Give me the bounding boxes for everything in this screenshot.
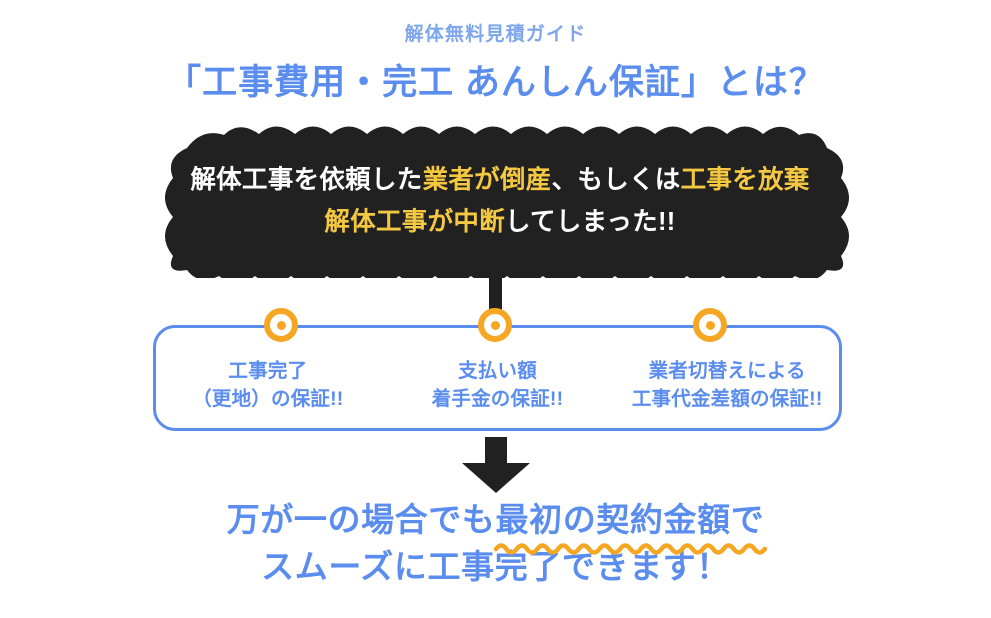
guarantees-list: 工事完了 （更地）の保証!! 支払い額 着手金の保証!! 業者切替えによる 工事…: [153, 325, 842, 431]
bubble-line-1: 解体工事を依頼した業者が倒産、もしくは工事を放棄: [190, 165, 809, 197]
bubble-l1-part3: 、もしくは: [551, 166, 681, 195]
wavy-underline-icon: [493, 543, 767, 555]
guarantee-2-line-2: 着手金の保証!!: [431, 388, 564, 410]
guarantee-1-line-1: 工事完了: [228, 359, 308, 382]
bubble-l1-part4: 工事を放棄: [680, 166, 810, 195]
header: 解体無料見積ガイド 「工事費用・完工 あんしん保証」とは？: [0, 24, 991, 105]
bubble-l1-part1: 解体工事を依頼した: [190, 166, 423, 195]
conclusion-line-1-underlined-wrap: 最初の契約金額で: [493, 497, 767, 555]
guarantee-item-1: 工事完了 （更地）の保証!!: [153, 343, 383, 414]
bullseye-icon: [478, 308, 512, 342]
page-title: 「工事費用・完工 あんしん保証」とは？: [166, 62, 825, 102]
conclusion-block: 万が一の場合でも最初の契約金額で スムーズに工事完了できます！: [0, 497, 991, 591]
guarantee-item-2: 支払い額 着手金の保証!!: [383, 343, 613, 414]
guarantee-1-line-2: （更地）の保証!!: [192, 388, 344, 410]
conclusion-line-1: 万が一の場合でも最初の契約金額で: [0, 497, 991, 555]
conclusion-line-2: スムーズに工事完了できます！: [261, 547, 730, 585]
bubble-text-block: 解体工事を依頼した業者が倒産、もしくは工事を放棄 解体工事が中断してしまった!!: [147, 126, 853, 278]
problem-bubble: 解体工事を依頼した業者が倒産、もしくは工事を放棄 解体工事が中断してしまった!!: [147, 126, 853, 278]
conclusion-line-1-plain: 万が一の場合でも: [226, 501, 496, 538]
guarantee-item-3: 業者切替えによる 工事代金差額の保証!!: [612, 343, 842, 414]
bullseye-icon: [693, 308, 727, 342]
bubble-l2-part2: してしまった!!: [505, 208, 676, 236]
bubble-line-2: 解体工事が中断してしまった!!: [324, 207, 675, 239]
guarantee-3-line-2: 工事代金差額の保証!!: [631, 388, 823, 410]
eyebrow-text: 解体無料見積ガイド: [404, 24, 587, 45]
conclusion-line-1-underlined: 最初の契約金額で: [495, 501, 765, 538]
bubble-l1-part2: 業者が倒産: [422, 166, 552, 195]
guarantee-2-line-1: 支払い額: [458, 359, 537, 382]
bubble-l2-part1: 解体工事が中断: [324, 208, 505, 236]
guarantee-3-line-1: 業者切替えによる: [648, 359, 806, 382]
down-arrow-icon: [462, 437, 530, 493]
bullseye-icon: [264, 308, 298, 342]
bubble-shape-icon: [165, 126, 849, 278]
